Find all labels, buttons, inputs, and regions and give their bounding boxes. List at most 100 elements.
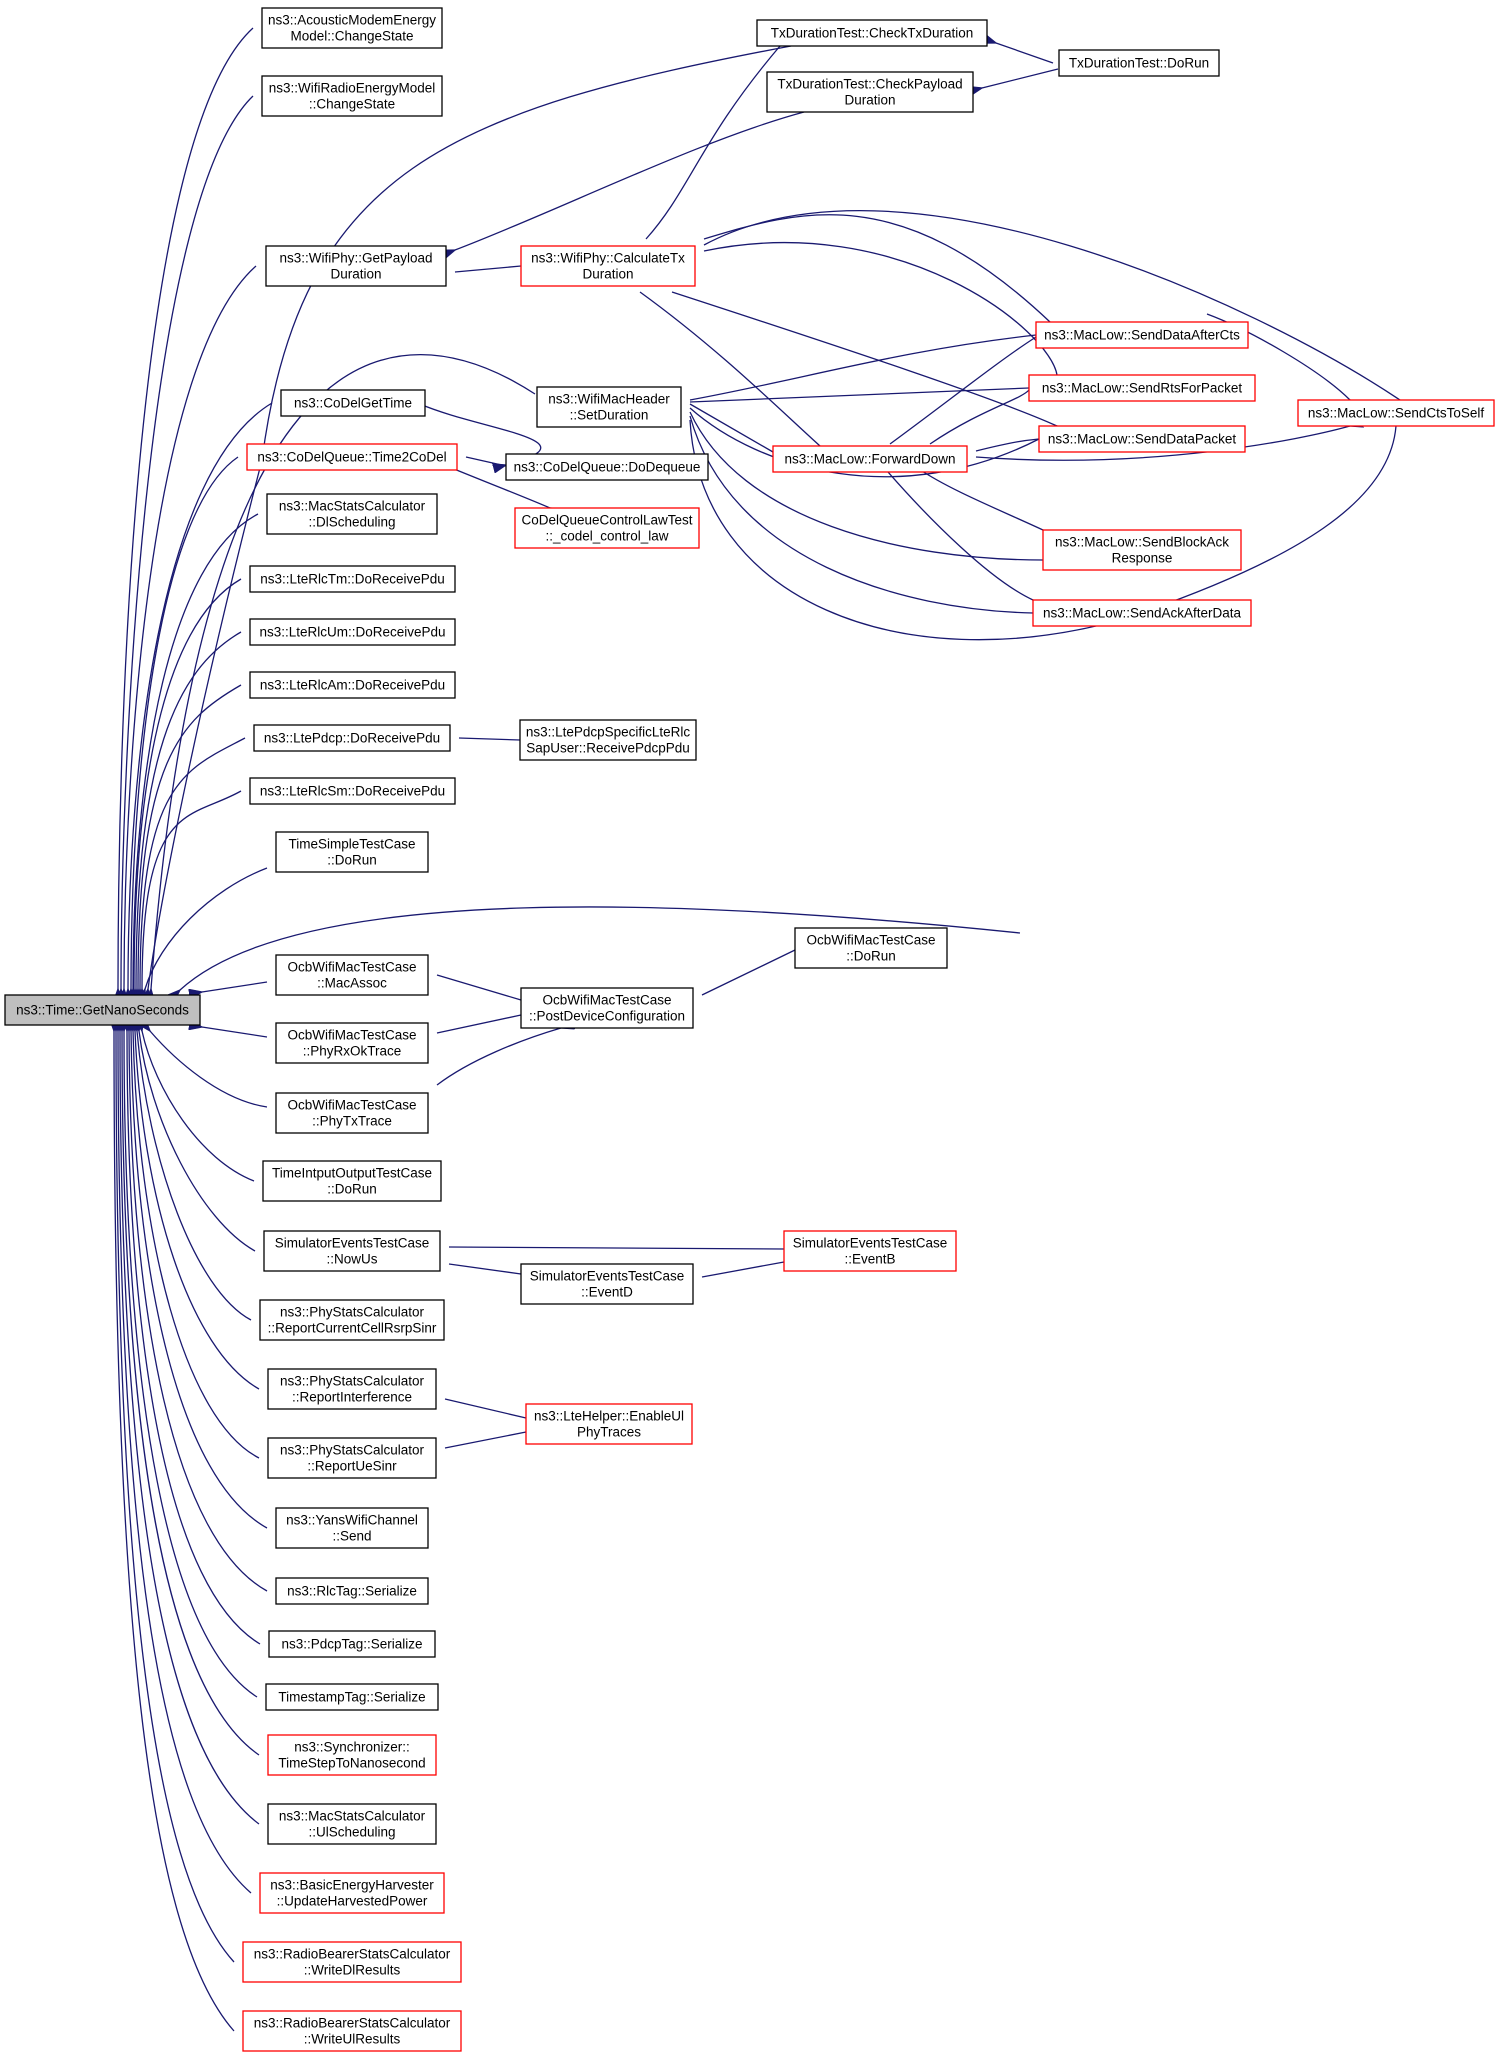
node-rlcsm[interactable]: ns3::LteRlcSm::DoReceivePdu [249,777,456,805]
call-edge [689,407,1039,478]
node-label: ns3::MacLow::SendAckAfterData [1043,606,1242,621]
node-label: ns3::LteRlcUm::DoReceivePdu [259,625,445,640]
node-timesimple[interactable]: TimeSimpleTestCase::DoRun [275,831,429,873]
node-box [1058,49,1220,77]
node-wifiradio[interactable]: ns3::WifiRadioEnergyModel::ChangeState [261,75,443,117]
node-label: ns3::RlcTag::Serialize [287,1584,417,1599]
node-label: ns3::PhyStatsCalculator [280,1374,425,1389]
node-simeventd[interactable]: SimulatorEventsTestCase::EventD [520,1263,694,1305]
node-label: ::DoRun [327,853,377,868]
node-sendrts[interactable]: ns3::MacLow::SendRtsForPacket [1028,374,1256,402]
node-synchronizer[interactable]: ns3::Synchronizer::TimeStepToNanosecond [267,1734,437,1776]
node-codeldequeue[interactable]: ns3::CoDelQueue::DoDequeue [505,453,709,481]
node-box [519,719,697,761]
node-label: ns3::LtePdcp::DoReceivePdu [264,731,440,746]
node-label: ns3::CoDelQueue::DoDequeue [514,460,701,475]
node-macdl[interactable]: ns3::MacStatsCalculator::DlScheduling [266,493,438,535]
node-ocbassoc[interactable]: OcbWifiMacTestCase::MacAssoc [275,954,429,996]
call-edge [436,1028,561,1086]
node-rbwriteul[interactable]: ns3::RadioBearerStatsCalculator::WriteUl… [242,2010,462,2052]
call-edge [129,1031,268,1592]
node-pdcp[interactable]: ns3::LtePdcp::DoReceivePdu [253,724,451,752]
node-box [263,1230,441,1272]
node-ocbdorun[interactable]: OcbWifiMacTestCase::DoRun [794,927,948,969]
call-edge [689,403,773,452]
node-label: ns3::RadioBearerStatsCalculator [254,1947,451,1962]
call-edge [458,738,520,740]
node-sendackafter[interactable]: ns3::MacLow::SendAckAfterData [1032,599,1252,627]
node-box [265,245,447,287]
node-root[interactable]: ns3::Time::GetNanoSeconds [4,994,201,1026]
node-box [794,927,948,969]
node-rlctag[interactable]: ns3::RlcTag::Serialize [275,1577,429,1605]
call-edge [148,45,792,989]
node-label: ::Send [332,1529,371,1544]
call-edge [202,1027,268,1038]
node-senddatapacket[interactable]: ns3::MacLow::SendDataPacket [1038,425,1246,453]
node-basicenergy[interactable]: ns3::BasicEnergyHarvester::UpdateHarvest… [259,1872,445,1914]
node-label: ns3::Synchronizer:: [294,1740,410,1755]
node-box [4,994,201,1026]
node-simnowus[interactable]: SimulatorEventsTestCase::NowUs [263,1230,441,1272]
node-acoustic[interactable]: ns3::AcousticModemEnergyModel::ChangeSta… [261,7,443,49]
node-ocbphytx[interactable]: OcbWifiMacTestCase::PhyTxTrace [275,1092,429,1134]
node-box [249,671,456,699]
node-box [1035,321,1249,349]
node-yans[interactable]: ns3::YansWifiChannel::Send [275,1507,429,1549]
call-edge [127,1031,261,1645]
node-label: ns3::CoDelQueue::Time2CoDel [257,450,446,465]
node-rlctm[interactable]: ns3::LteRlcTm::DoReceivePdu [249,565,456,593]
node-label: ns3::WifiPhy::CalculateTx [531,251,685,266]
call-edge [436,974,521,1000]
node-label: OcbWifiMacTestCase [287,1028,416,1043]
node-phyrsrp[interactable]: ns3::PhyStatsCalculator::ReportCurrentCe… [259,1299,445,1341]
node-timestamptag[interactable]: TimestampTag::Serialize [265,1683,439,1711]
call-edge [142,790,242,989]
node-forwarddown[interactable]: ns3::MacLow::ForwardDown [772,445,968,473]
node-pdcptag[interactable]: ns3::PdcpTag::Serialize [268,1630,436,1658]
node-label: ::DoRun [846,949,896,964]
node-rlcum[interactable]: ns3::LteRlcUm::DoReceivePdu [249,618,456,646]
node-box [505,453,709,481]
node-ocbpostdev[interactable]: OcbWifiMacTestCase::PostDeviceConfigurat… [520,987,694,1029]
node-setduration[interactable]: ns3::WifiMacHeader::SetDuration [536,386,682,428]
node-box [267,1734,437,1776]
node-codelgettime[interactable]: ns3::CoDelGetTime [280,389,426,417]
node-time2codel[interactable]: ns3::CoDelQueue::Time2CoDel [246,443,458,471]
call-edge [114,1031,235,2032]
call-edge [180,906,1021,990]
node-label: ns3::MacLow::SendBlockAck [1055,535,1229,550]
node-phyinterf[interactable]: ns3::PhyStatsCalculator::ReportInterfere… [267,1368,437,1410]
node-codellaw[interactable]: CoDelQueueControlLawTest::_codel_control… [514,507,700,549]
node-ocbphyrx[interactable]: OcbWifiMacTestCase::PhyRxOkTrace [275,1022,429,1064]
node-phyuesinr[interactable]: ns3::PhyStatsCalculator::ReportUeSinr [267,1437,437,1479]
node-label: ns3::MacStatsCalculator [279,499,426,514]
node-box [267,1368,437,1410]
node-rlcam[interactable]: ns3::LteRlcAm::DoReceivePdu [249,671,456,699]
node-macul[interactable]: ns3::MacStatsCalculator::UlScheduling [267,1803,437,1845]
node-box [261,7,443,49]
node-txdorun[interactable]: TxDurationTest::DoRun [1058,49,1220,77]
node-pdcpspecific[interactable]: ns3::LtePdcpSpecificLteRlcSapUser::Recei… [519,719,697,761]
call-edge [689,335,1036,401]
node-simeventb[interactable]: SimulatorEventsTestCase::EventB [783,1230,957,1272]
node-box [242,1941,462,1983]
node-label: ::DoRun [327,1182,377,1197]
node-timeio[interactable]: TimeIntputOutputTestCase::DoRun [262,1160,442,1202]
node-senddataaftercts[interactable]: ns3::MacLow::SendDataAfterCts [1035,321,1249,349]
node-rbwritedl[interactable]: ns3::RadioBearerStatsCalculator::WriteDl… [242,1941,462,1983]
node-box [1042,529,1242,571]
node-label: Duration [330,267,381,282]
node-box [242,2010,462,2052]
node-label: ::PhyRxOkTrace [303,1044,402,1059]
node-label: ::DlScheduling [308,515,395,530]
node-label: ns3::Time::GetNanoSeconds [16,1003,189,1018]
node-sendcts[interactable]: ns3::MacLow::SendCtsToSelf [1297,399,1495,427]
node-checktx[interactable]: TxDurationTest::CheckTxDuration [756,19,988,47]
call-edge [122,1031,260,1756]
